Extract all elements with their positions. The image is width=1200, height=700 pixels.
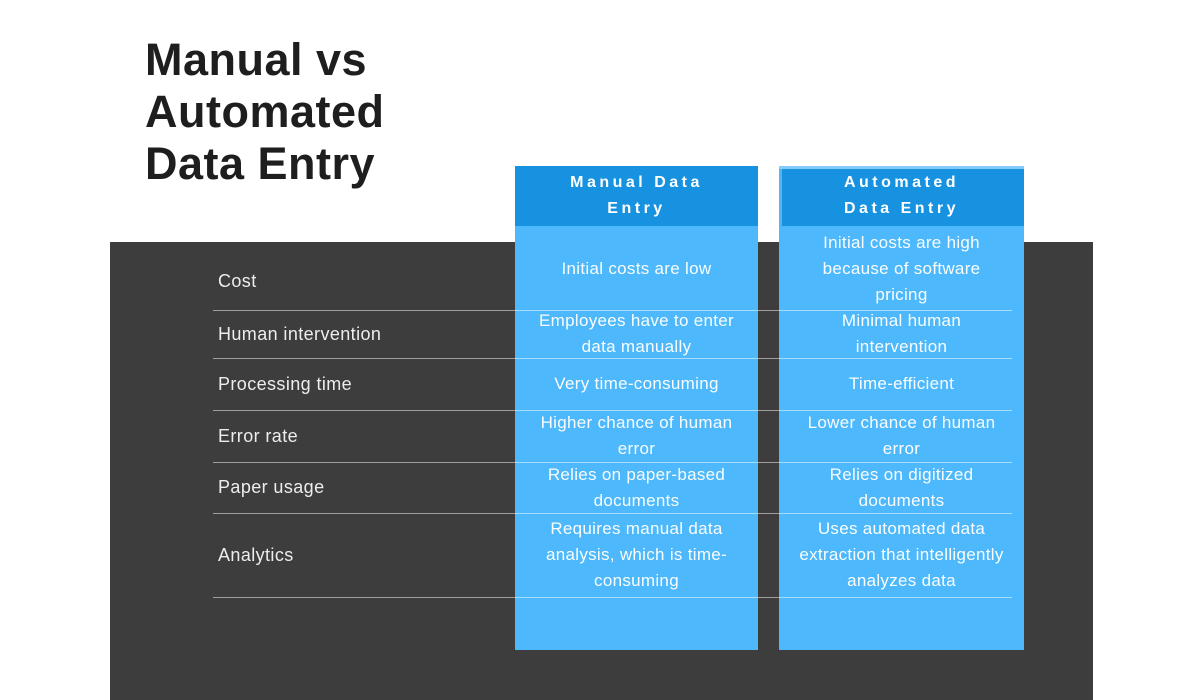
row-label-paper-usage: Paper usage bbox=[218, 477, 325, 497]
row-divider bbox=[213, 310, 1012, 311]
cell-manual-analytics: Requires manual data analysis, which is … bbox=[545, 519, 728, 590]
row-label-cost: Cost bbox=[218, 270, 257, 291]
cell-automated-cost: Initial costs are high because of softwa… bbox=[822, 232, 981, 304]
cell-automated-analytics: Uses automated data extraction that inte… bbox=[799, 519, 1004, 590]
title-line-1: Manual vs bbox=[145, 34, 368, 85]
page-title: Manual vs Automated Data Entry bbox=[145, 34, 385, 190]
column-header-manual: Manual Data Entry bbox=[515, 166, 758, 226]
row-divider bbox=[213, 410, 1012, 411]
row-label-error-rate: Error rate bbox=[218, 425, 299, 446]
cell-automated-paper-usage: Relies on digitized documents bbox=[829, 464, 974, 510]
row-divider bbox=[213, 358, 1012, 359]
cell-manual-error-rate: Higher chance of human error bbox=[540, 413, 733, 458]
title-line-2: Automated bbox=[145, 86, 385, 137]
row-label-human-intervention: Human intervention bbox=[218, 323, 382, 344]
column-manual-data-entry: Manual Data Entry bbox=[515, 166, 758, 650]
cell-manual-processing-time: Very time-consuming bbox=[554, 374, 719, 393]
cell-manual-paper-usage: Relies on paper-based documents bbox=[547, 464, 726, 510]
cell-automated-error-rate: Lower chance of human error bbox=[807, 413, 996, 458]
cell-automated-human-intervention: Minimal human intervention bbox=[841, 311, 962, 356]
row-divider bbox=[213, 462, 1012, 463]
column-header-automated: Automated Data Entry bbox=[779, 166, 1024, 226]
title-line-3: Data Entry bbox=[145, 138, 376, 189]
cell-manual-human-intervention: Employees have to enter data manually bbox=[539, 311, 734, 356]
row-label-analytics: Analytics bbox=[218, 544, 294, 565]
row-divider bbox=[213, 597, 1012, 598]
column-automated-data-entry: Automated Data Entry bbox=[779, 166, 1024, 650]
row-label-processing-time: Processing time bbox=[218, 373, 353, 394]
cell-manual-cost: Initial costs are low bbox=[561, 258, 712, 278]
cell-automated-processing-time: Time-efficient bbox=[848, 374, 955, 393]
row-divider bbox=[213, 513, 1012, 514]
